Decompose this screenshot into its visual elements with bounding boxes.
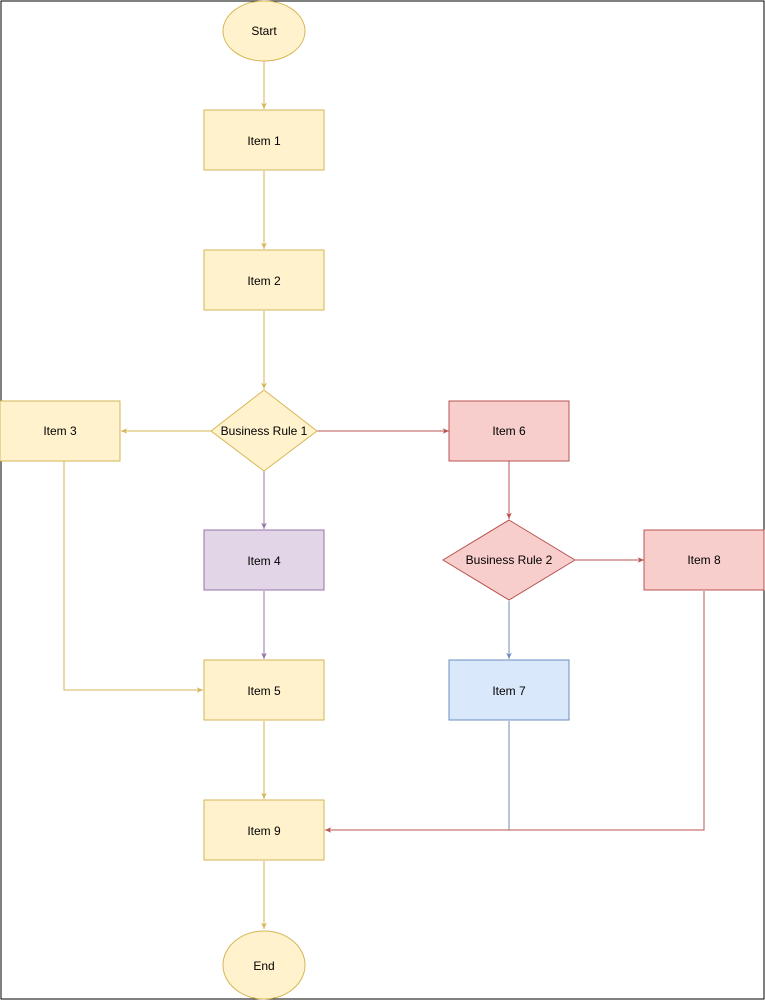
- node-rule1-label: Business Rule 1: [221, 424, 308, 438]
- node-item8[interactable]: Item 8: [643, 529, 765, 591]
- node-item2[interactable]: Item 2: [203, 249, 325, 311]
- edges: [63, 61, 705, 929]
- node-item6-label: Item 6: [492, 424, 526, 438]
- node-item5-label: Item 5: [247, 684, 281, 698]
- node-start-label: Start: [251, 24, 277, 38]
- node-item5[interactable]: Item 5: [203, 659, 325, 721]
- node-rule2-label: Business Rule 2: [466, 553, 553, 567]
- node-item8-label: Item 8: [687, 553, 721, 567]
- node-end-label: End: [253, 959, 274, 973]
- edge-item3-item5: [63, 461, 203, 693]
- node-item7[interactable]: Item 7: [448, 659, 570, 721]
- node-item1-label: Item 1: [247, 134, 281, 148]
- node-start[interactable]: Start: [222, 0, 306, 62]
- node-item2-label: Item 2: [247, 274, 281, 288]
- node-rule1[interactable]: Business Rule 1: [210, 389, 318, 472]
- node-item9[interactable]: Item 9: [203, 799, 325, 861]
- node-item4-label: Item 4: [247, 554, 281, 568]
- node-item9-label: Item 9: [247, 824, 281, 838]
- node-item7-label: Item 7: [492, 684, 526, 698]
- node-item1[interactable]: Item 1: [203, 109, 325, 171]
- node-end[interactable]: End: [222, 930, 306, 1000]
- node-item3-label: Item 3: [43, 424, 77, 438]
- node-rule2[interactable]: Business Rule 2: [442, 519, 576, 601]
- node-item4[interactable]: Item 4: [203, 529, 325, 591]
- edge-item8-item9: [325, 591, 705, 833]
- node-item3[interactable]: Item 3: [0, 400, 121, 462]
- node-item6[interactable]: Item 6: [448, 400, 570, 462]
